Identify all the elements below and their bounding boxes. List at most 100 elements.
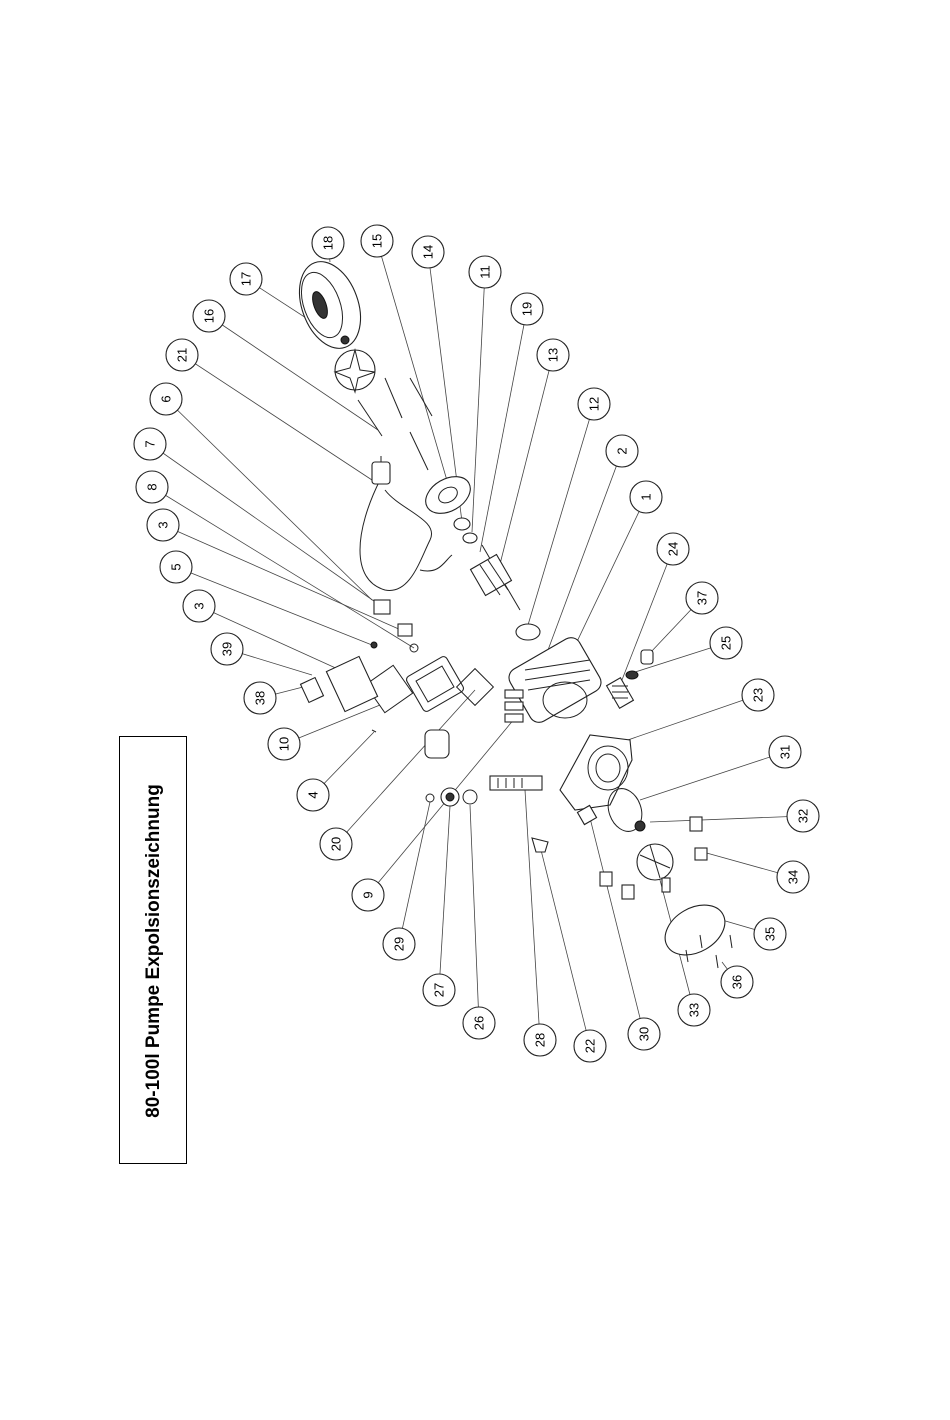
callout-26: 26 xyxy=(463,1007,495,1039)
pump-housing-part xyxy=(560,735,632,810)
callout-number: 39 xyxy=(220,642,235,656)
callout-21: 21 xyxy=(166,339,198,371)
callout-number: 7 xyxy=(143,440,158,447)
callout-31: 31 xyxy=(769,736,801,768)
callout-33: 33 xyxy=(678,994,710,1026)
callout-8: 8 xyxy=(136,471,168,503)
callout-number: 2 xyxy=(615,447,630,454)
callout-number: 8 xyxy=(145,483,160,490)
callout-10: 10 xyxy=(268,728,300,760)
leader-line-6 xyxy=(166,399,372,600)
leader-line-29 xyxy=(399,802,430,944)
terminal-lid-part xyxy=(326,656,377,711)
callout-number: 28 xyxy=(533,1033,548,1047)
callout-number: 33 xyxy=(687,1003,702,1017)
callout-number: 37 xyxy=(695,591,710,605)
switch-part xyxy=(374,600,390,614)
callout-number: 15 xyxy=(370,234,385,248)
callout-38: 38 xyxy=(244,682,276,714)
callout-35: 35 xyxy=(754,918,786,950)
callout-36: 36 xyxy=(721,966,753,998)
washer-part xyxy=(454,518,470,530)
callout-number: 38 xyxy=(253,691,268,705)
callout-12: 12 xyxy=(578,388,610,420)
callout-3: 3 xyxy=(147,509,179,541)
vane-part-b xyxy=(695,848,707,860)
callout-25: 25 xyxy=(710,627,742,659)
small-screw-part xyxy=(371,642,377,648)
callout-number: 12 xyxy=(587,397,602,411)
callout-39: 39 xyxy=(211,633,243,665)
leader-line-24 xyxy=(620,549,673,685)
callout-30: 30 xyxy=(628,1018,660,1050)
cable-gland-part xyxy=(398,624,412,636)
callout-27: 27 xyxy=(423,974,455,1006)
callout-7: 7 xyxy=(134,428,166,460)
callout-22: 22 xyxy=(574,1030,606,1062)
leader-line-31 xyxy=(640,752,785,800)
callout-number: 10 xyxy=(277,737,292,751)
callout-15: 15 xyxy=(361,225,393,257)
seal-ring-part xyxy=(641,650,653,664)
diagram-title: 80-100l Pumpe Expolsionszeichnung xyxy=(143,784,165,1118)
leader-line-26 xyxy=(470,805,479,1023)
diffuser-part-b xyxy=(622,885,634,899)
callout-1: 1 xyxy=(630,481,662,513)
bearing-part xyxy=(463,533,477,543)
callout-number: 19 xyxy=(520,302,535,316)
callout-3: 3 xyxy=(183,590,215,622)
callout-17: 17 xyxy=(230,263,262,295)
callout-number: 9 xyxy=(361,891,376,898)
callout-number: 4 xyxy=(306,791,321,798)
leader-line-11 xyxy=(472,272,485,532)
motor-housing-part xyxy=(505,634,604,726)
title-box: 80-100l Pumpe Expolsionszeichnung xyxy=(119,736,187,1164)
callout-number: 17 xyxy=(239,272,254,286)
callout-29: 29 xyxy=(383,928,415,960)
leader-line-2 xyxy=(548,451,622,650)
callout-19: 19 xyxy=(511,293,543,325)
leader-line-23 xyxy=(622,695,758,742)
callout-23: 23 xyxy=(742,679,774,711)
callout-number: 18 xyxy=(321,236,336,250)
callout-number: 29 xyxy=(392,937,407,951)
callout-2: 2 xyxy=(606,435,638,467)
cover-plate-part xyxy=(656,895,733,965)
callout-number: 21 xyxy=(175,348,190,362)
callout-number: 14 xyxy=(421,245,436,259)
diffuser-part-a xyxy=(600,872,612,886)
label-plate-part xyxy=(301,678,324,703)
callout-16: 16 xyxy=(193,300,225,332)
seal-part xyxy=(626,671,638,679)
callout-number: 24 xyxy=(666,542,681,556)
callout-number: 31 xyxy=(778,745,793,759)
small-ring-part xyxy=(463,790,477,804)
impeller-part xyxy=(637,844,673,880)
spring-part xyxy=(607,678,634,709)
callout-24: 24 xyxy=(657,533,689,565)
callout-number: 3 xyxy=(192,602,207,609)
end-shield-part xyxy=(419,469,477,521)
leader-line-20 xyxy=(336,690,475,844)
rotor-part xyxy=(471,545,520,610)
diffuser-part-c xyxy=(662,878,670,892)
front-bearing-part xyxy=(516,624,540,640)
callout-number: 27 xyxy=(432,983,447,997)
leader-line-13 xyxy=(498,355,553,572)
leader-line-22 xyxy=(540,846,590,1046)
callout-14: 14 xyxy=(412,236,444,268)
callout-number: 25 xyxy=(719,636,734,650)
screw-part xyxy=(372,730,376,732)
callout-number: 3 xyxy=(156,521,171,528)
power-cable-part xyxy=(360,456,452,590)
callout-number: 22 xyxy=(583,1039,598,1053)
callout-number: 13 xyxy=(546,348,561,362)
callout-9: 9 xyxy=(352,879,384,911)
leader-line-30 xyxy=(590,818,644,1034)
leader-line-19 xyxy=(480,309,527,552)
callout-number: 36 xyxy=(730,975,745,989)
shaft-part xyxy=(490,776,542,790)
fan-cover-part xyxy=(288,253,371,357)
callout-number: 23 xyxy=(751,688,766,702)
